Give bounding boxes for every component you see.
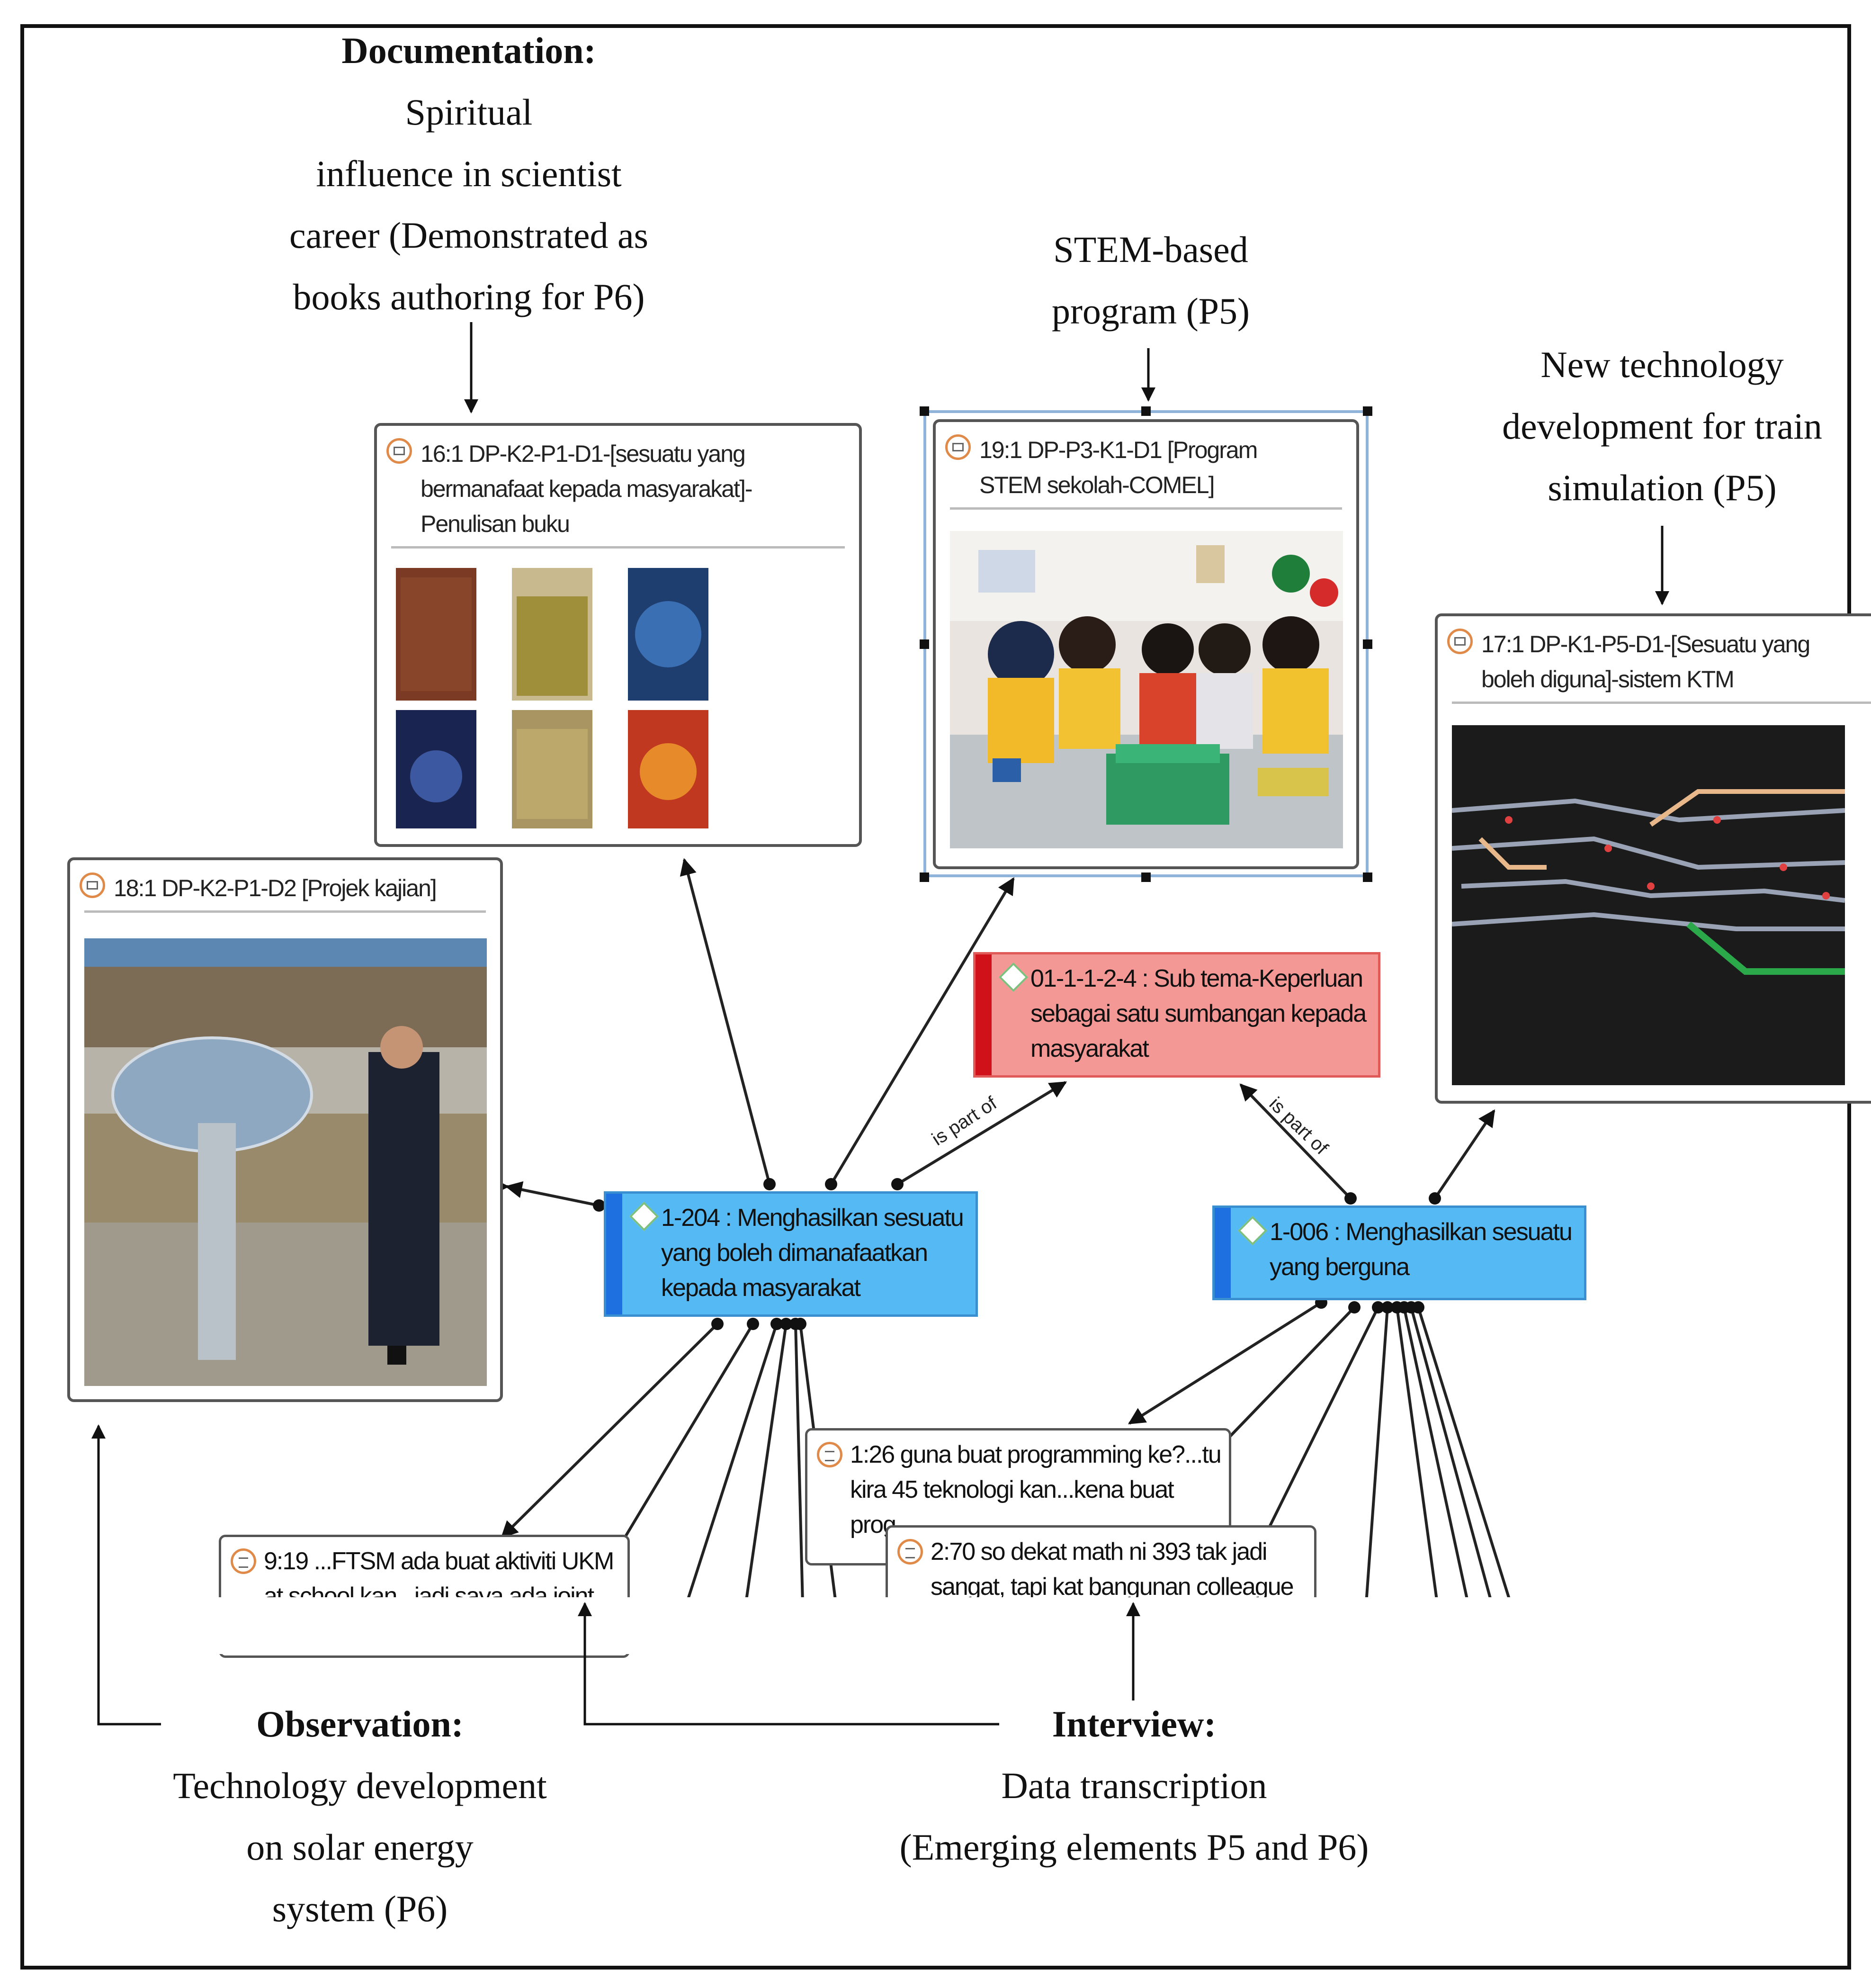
document-card-solar[interactable]: 18:1 DP-K2-P1-D2 [Projek kajian]: [67, 857, 503, 1402]
resize-handle[interactable]: [1141, 873, 1151, 882]
image-document-icon: [945, 434, 971, 460]
quotation-icon: [817, 1442, 842, 1467]
annotation-observation-heading: Observation:: [256, 1703, 464, 1745]
annotation-line: career (Demonstrated as: [289, 215, 648, 256]
resize-handle[interactable]: [1363, 406, 1372, 416]
card-title: 17:1 DP-K1-P5-D1-[Sesuatu yang boleh dig…: [1481, 631, 1810, 693]
annotation-interview-heading: Interview:: [1052, 1703, 1217, 1745]
card-title: 18:1 DP-K2-P1-D2 [Projek kajian]: [114, 875, 437, 901]
code-node-label: 1-006 : Menghasilkan sesuatu yang bergun…: [1270, 1218, 1573, 1281]
annotation-line: STEM-based: [1053, 229, 1248, 270]
annotation-line: New technology: [1540, 344, 1784, 385]
divider: [84, 910, 486, 913]
resize-handle[interactable]: [1141, 406, 1151, 416]
annotation-interview: Interview: Data transcription (Emerging …: [862, 1693, 1406, 1878]
annotation-line: books authoring for P6): [293, 276, 645, 317]
stem-program-photo: [950, 531, 1343, 848]
annotation-line: development for train: [1502, 405, 1822, 447]
image-document-icon: [386, 438, 412, 464]
theme-node[interactable]: 01-1-1-2-4 : Sub tema-Keperluan sebagai …: [973, 952, 1380, 1078]
card-title: 16:1 DP-K2-P1-D1-[sesuatu yang bermanafa…: [421, 441, 753, 537]
annotation-line: (Emerging elements P5 and P6): [899, 1826, 1369, 1868]
annotation-line: system (P6): [272, 1888, 448, 1929]
annotation-line: on solar energy: [246, 1826, 474, 1868]
resize-handle[interactable]: [1363, 873, 1372, 882]
annotation-documentation: Documentation: Spiritual influence in sc…: [256, 20, 682, 328]
annotation-line: program (P5): [1051, 290, 1250, 332]
annotation-line: simulation (P5): [1548, 467, 1777, 508]
divider: [391, 546, 845, 549]
train-control-panel-photo: [1452, 725, 1845, 1085]
annotation-line: Data transcription: [1001, 1765, 1267, 1806]
annotation-new-technology: New technology development for train sim…: [1449, 334, 1871, 519]
annotation-observation: Observation: Technology development on s…: [142, 1693, 578, 1940]
resize-handle[interactable]: [920, 639, 929, 649]
card-title: 19:1 DP-P3-K1-D1 [Program STEM sekolah-C…: [979, 437, 1258, 498]
image-document-icon: [1447, 629, 1473, 654]
annotation-stem: STEM-based program (P5): [985, 219, 1316, 342]
theme-node-label: 01-1-1-2-4 : Sub tema-Keperluan sebagai …: [1030, 965, 1367, 1062]
view-crop: [199, 1597, 1620, 1654]
quotation-text: 1:26 guna buat programming ke?...tu kira…: [850, 1441, 1222, 1538]
annotation-documentation-heading: Documentation:: [341, 30, 596, 71]
quotation-icon: [231, 1548, 256, 1574]
quotation-text: 2:70 so dekat math ni 393 tak jadi sanga…: [931, 1538, 1294, 1601]
annotation-line: influence in scientist: [316, 153, 622, 194]
arrow-observation: [91, 1424, 161, 1726]
annotation-line: Spiritual: [405, 91, 533, 133]
document-card-stem[interactable]: 19:1 DP-P3-K1-D1 [Program STEM sekolah-C…: [933, 419, 1359, 869]
resize-handle[interactable]: [1363, 639, 1372, 649]
document-card-books[interactable]: 16:1 DP-K2-P1-D1-[sesuatu yang bermanafa…: [374, 423, 862, 847]
image-document-icon: [80, 873, 105, 898]
code-node-1-204[interactable]: 1-204 : Menghasilkan sesuatu yang boleh …: [604, 1191, 978, 1317]
divider: [950, 507, 1342, 510]
document-card-ktm[interactable]: 17:1 DP-K1-P5-D1-[Sesuatu yang boleh dig…: [1435, 613, 1871, 1104]
code-node-label: 1-204 : Menghasilkan sesuatu yang boleh …: [661, 1204, 964, 1302]
annotation-line: Technology development: [173, 1765, 547, 1806]
quotation-icon: [897, 1539, 923, 1565]
resize-handle[interactable]: [920, 873, 929, 882]
divider: [1452, 702, 1871, 704]
code-node-1-006[interactable]: 1-006 : Menghasilkan sesuatu yang bergun…: [1212, 1205, 1586, 1300]
resize-handle[interactable]: [920, 406, 929, 416]
book-covers-image: [391, 568, 846, 833]
solar-energy-system-photo: [84, 938, 487, 1386]
